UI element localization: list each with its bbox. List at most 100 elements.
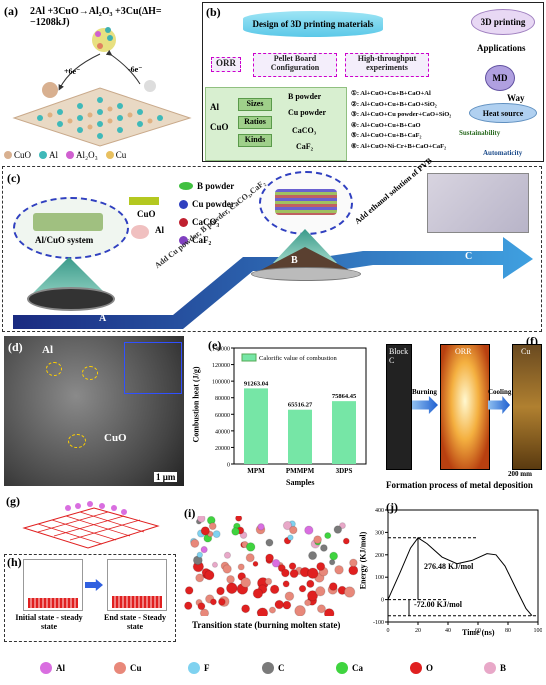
bar bbox=[288, 409, 312, 464]
high-throughput-box: High-throughput experiments bbox=[345, 53, 429, 77]
atom bbox=[288, 525, 298, 535]
atom bbox=[197, 602, 206, 611]
kinds-label: Kinds bbox=[244, 135, 266, 144]
j-x-tick-label: 20 bbox=[415, 628, 421, 634]
al-swatch bbox=[131, 225, 149, 239]
panel-h: (h) Initial state - steady state End sta… bbox=[4, 554, 176, 642]
legend-text: Calorific value of combustion bbox=[259, 355, 338, 362]
orr-text: ORR bbox=[455, 347, 472, 356]
legend-atom-al: Al bbox=[40, 662, 65, 674]
legend-atom-b-swatch bbox=[484, 662, 496, 674]
atom bbox=[223, 551, 232, 559]
system-label: Al/CuO system bbox=[35, 235, 94, 245]
atom bbox=[216, 586, 225, 596]
orr-box: ORR bbox=[211, 57, 241, 72]
atom bbox=[342, 537, 350, 545]
atom bbox=[196, 551, 204, 559]
legend-atom-ca-text: Ca bbox=[352, 663, 363, 673]
cu-deposit-image: Cu bbox=[512, 344, 542, 470]
atom bbox=[329, 551, 339, 561]
legend-atom-f-text: F bbox=[204, 663, 210, 673]
atom bbox=[282, 600, 292, 610]
electron-loss-label: -6e⁻ bbox=[128, 65, 143, 74]
high-throughput-label: High-throughput experiments bbox=[357, 54, 417, 72]
ratios-label: Ratios bbox=[244, 117, 266, 126]
al-cuo-system-bubble: Al/CuO system bbox=[13, 197, 129, 259]
atom bbox=[298, 584, 307, 593]
atom bbox=[264, 577, 273, 586]
electron-gain-label: +6e⁻ bbox=[64, 67, 81, 76]
atom bbox=[226, 582, 238, 595]
end-state-box bbox=[107, 559, 167, 611]
atom bbox=[226, 574, 235, 584]
y-tick-label: 120000 bbox=[212, 363, 230, 369]
atom bbox=[200, 545, 208, 554]
j-y-tick-label: 100 bbox=[375, 575, 384, 581]
atom bbox=[245, 542, 256, 552]
atom bbox=[222, 564, 232, 574]
legend-atom-c-swatch bbox=[262, 662, 274, 674]
panel-a: (a) 2Al +3CuO→Al₂O₃ +3Cu(ΔH= −1208kJ) +6… bbox=[0, 0, 200, 162]
bar-value-label: 75864.45 bbox=[332, 393, 357, 400]
scale-bar-f: 200 mm bbox=[508, 470, 532, 478]
atom bbox=[211, 561, 219, 568]
atom bbox=[323, 608, 335, 616]
formula-list: ①: Al+CuO+Cu+B+CaO+Al ②: Al+CuO+Cu+B+CaO… bbox=[351, 89, 459, 152]
atom bbox=[212, 530, 221, 539]
bar bbox=[332, 401, 356, 464]
pellet-board-label: Pellet Board Configuration bbox=[270, 54, 320, 72]
block-c-image: Block C bbox=[386, 344, 412, 470]
atom bbox=[306, 579, 315, 589]
j-x-tick-label: 40 bbox=[445, 628, 451, 634]
x-tick-label: MPM bbox=[247, 467, 265, 475]
atom bbox=[349, 558, 358, 568]
cu-powder-legend: Cu powder bbox=[179, 199, 235, 209]
block-c bbox=[427, 173, 529, 233]
zoom-inset bbox=[124, 342, 182, 394]
legend-atom-cu-text: Cu bbox=[130, 663, 142, 673]
panel-f: (f) Block C Burning ORR Cooling Cu 200 m… bbox=[384, 334, 542, 490]
kinds-box: Kinds bbox=[238, 134, 272, 147]
panel-b-label: (b) bbox=[206, 5, 221, 19]
bar-value-label: 65516.27 bbox=[288, 402, 313, 409]
legend-al: Al bbox=[49, 150, 59, 160]
atom bbox=[265, 553, 275, 563]
x-tick-label: 3DPS bbox=[336, 467, 353, 475]
panel-i: (i) Transition state (burning molten sta… bbox=[182, 506, 358, 638]
legend-atom-o-swatch bbox=[410, 662, 422, 674]
j-y-tick-label: 400 bbox=[375, 508, 384, 514]
atom bbox=[333, 525, 343, 534]
legend-atom-c: C bbox=[262, 662, 285, 674]
initial-state-label: Initial state - steady state bbox=[15, 613, 83, 631]
atom bbox=[204, 569, 215, 581]
scale-bar-d: 1 μm bbox=[154, 472, 178, 482]
al-label-c: Al bbox=[155, 225, 164, 235]
formula-2: ②: Al+CuO+Cu+B+CaO+SiO₂ bbox=[351, 100, 437, 108]
atom bbox=[256, 607, 269, 616]
atom bbox=[289, 569, 299, 579]
caco3-text: CaCO₃ bbox=[192, 217, 220, 227]
panel-e-label: (e) bbox=[208, 338, 222, 352]
caco3-label: CaCO₃ bbox=[292, 126, 317, 135]
atom bbox=[304, 599, 312, 607]
atom bbox=[241, 604, 251, 614]
j-y-tick-label: -100 bbox=[373, 620, 384, 626]
cooling-label: Cooling bbox=[488, 388, 512, 396]
atom bbox=[316, 604, 326, 614]
b-powder-label: B powder bbox=[288, 92, 322, 101]
process-arrow bbox=[13, 237, 533, 329]
atom bbox=[199, 608, 210, 616]
end-lattice bbox=[112, 596, 162, 608]
initial-state-box bbox=[23, 559, 83, 611]
sizes-label: Sizes bbox=[246, 99, 264, 108]
layered-powder bbox=[275, 189, 337, 215]
md-node: MD bbox=[485, 65, 515, 91]
atom bbox=[240, 577, 252, 588]
panel-d-label: (d) bbox=[8, 340, 23, 354]
legend-atom-b: B bbox=[484, 662, 506, 674]
caco3-legend: CaCO₃ bbox=[179, 217, 219, 227]
formula-1: ①: Al+CuO+Cu+B+CaO+Al bbox=[351, 90, 431, 97]
material-selection-box: Al CuO Sizes Ratios Kinds B powder Cu po… bbox=[205, 87, 347, 161]
atom bbox=[315, 586, 326, 597]
